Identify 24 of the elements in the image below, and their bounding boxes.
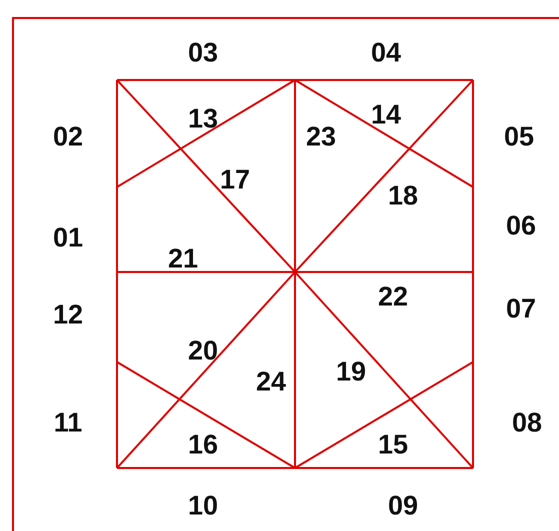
- number-label: 05: [504, 124, 534, 150]
- number-label: 01: [52, 224, 84, 252]
- number-label: 18: [388, 182, 418, 210]
- number-label: 15: [378, 432, 408, 458]
- number-label: 11: [54, 410, 82, 436]
- number-label: 16: [188, 432, 218, 458]
- number-label: 14: [370, 102, 402, 128]
- number-label: 06: [506, 212, 536, 240]
- number-label: 04: [370, 40, 402, 66]
- number-label: 13: [188, 106, 218, 132]
- number-label: 19: [336, 358, 366, 386]
- number-label: 02: [52, 124, 84, 150]
- number-label: 22: [378, 284, 408, 310]
- number-label: 09: [388, 492, 418, 520]
- number-label: 10: [188, 492, 218, 520]
- number-label: 08: [512, 410, 542, 436]
- number-label: 17: [220, 166, 250, 194]
- number-label: 21: [168, 246, 198, 272]
- number-label: 24: [256, 368, 286, 396]
- number-label: 03: [188, 40, 218, 66]
- number-label: 07: [506, 296, 536, 322]
- number-label: 23: [306, 124, 336, 150]
- number-label: 12: [52, 302, 84, 328]
- number-label: 20: [188, 338, 218, 364]
